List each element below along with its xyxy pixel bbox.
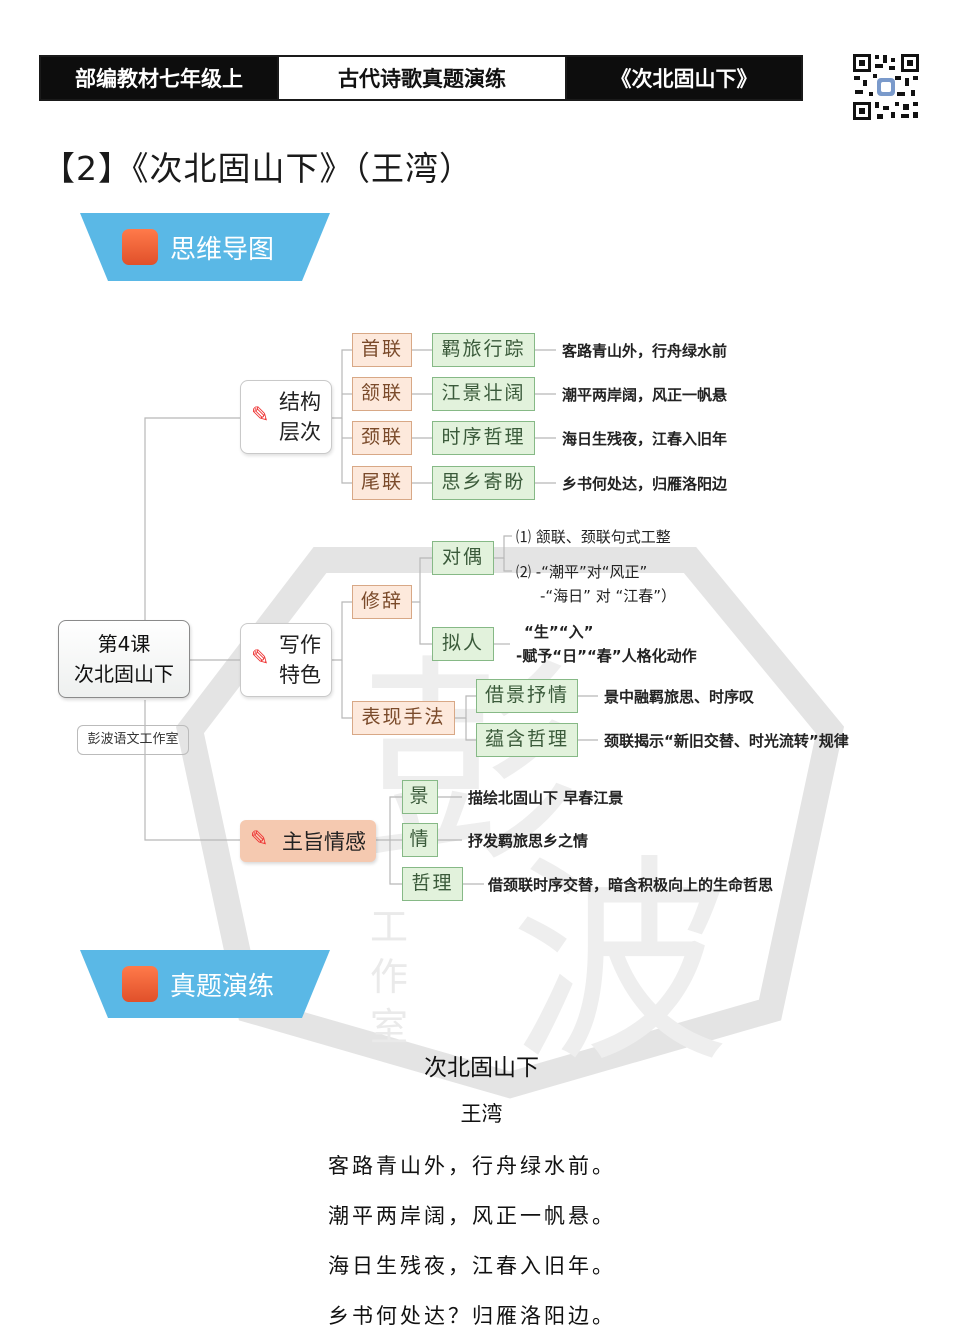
note-pen-icon xyxy=(122,229,158,265)
page-title: 【2】《次北固山下》（王湾） xyxy=(42,149,473,188)
niren-note-1: “生”“入” xyxy=(524,623,594,641)
duiou-note-2b: -“海日” 对 “江春”） xyxy=(540,587,677,605)
studio-label: 彭波语文工作室 xyxy=(77,725,189,755)
header-lesson: 《次北固山下》 xyxy=(565,55,803,101)
poem-title: 次北固山下 xyxy=(424,1055,539,1081)
theme-item-box: 情 xyxy=(402,823,438,857)
technique-item-box: 蕴含哲理 xyxy=(476,723,578,757)
writing-label-2: 特色 xyxy=(279,663,321,687)
rhetoric-box: 修辞 xyxy=(352,585,412,619)
root-lesson-number: 第4课 xyxy=(97,632,151,656)
structure-text: 海日生残夜，江春入旧年 xyxy=(562,430,728,448)
structure-label-2: 层次 xyxy=(279,420,321,444)
part-box: 首联 xyxy=(352,333,412,367)
mindmap-banner-label: 思维导图 xyxy=(170,235,275,265)
theme-item-text: 描绘北固山下 早春江景 xyxy=(468,789,624,807)
mindmap-connectors xyxy=(144,349,598,885)
poem-line: 潮平两岸阔，风正一帆悬。 xyxy=(328,1204,616,1228)
theme-item-text: 抒发羁旅思乡之情 xyxy=(468,832,589,850)
niren-note-2: -赋予“日”“春”人格化动作 xyxy=(516,647,697,665)
note-pen-icon xyxy=(122,966,158,1002)
part-box: 颈联 xyxy=(352,421,412,455)
poem-author: 王湾 xyxy=(460,1102,503,1126)
theme-box: 江景壮阔 xyxy=(432,377,535,411)
structure-text: 潮平两岸阔，风正一帆悬 xyxy=(562,386,728,404)
theme-box: 思乡寄盼 xyxy=(432,466,535,500)
structure-text: 乡书何处达，归雁洛阳边 xyxy=(562,475,728,493)
technique-item-text: 景中融羁旅思、时序叹 xyxy=(604,688,755,706)
pen-icon: ✎ xyxy=(251,646,270,671)
poem-line: 海日生残夜，江春入旧年。 xyxy=(328,1254,616,1278)
category-writing: ✎ 写作 特色 xyxy=(240,623,332,697)
duiou-box: 对偶 xyxy=(432,541,494,575)
root-lesson-title: 次北固山下 xyxy=(74,662,174,686)
header-grade: 部编教材七年级上 xyxy=(39,55,279,101)
theme-item-box: 景 xyxy=(402,780,438,814)
category-theme: ✎ 主旨情感 xyxy=(240,820,376,862)
practice-banner-label: 真题演练 xyxy=(170,972,275,1002)
practice-banner: 真题演练 xyxy=(80,950,330,1018)
writing-label-1: 写作 xyxy=(279,633,321,657)
poem-line: 客路青山外，行舟绿水前。 xyxy=(328,1154,616,1178)
structure-text: 客路青山外，行舟绿水前 xyxy=(562,342,728,360)
duiou-note-1: ⑴ 颔联、颈联句式工整 xyxy=(516,528,671,546)
svg-text:作: 作 xyxy=(370,955,408,999)
svg-text:室: 室 xyxy=(370,1005,408,1049)
part-box: 尾联 xyxy=(352,466,412,500)
pen-icon: ✎ xyxy=(250,827,269,852)
qr-code-icon xyxy=(851,52,921,122)
mindmap-banner: 思维导图 xyxy=(80,213,330,281)
mindmap-root: 第4课 次北固山下 xyxy=(58,620,190,698)
technique-box: 表现手法 xyxy=(352,701,455,735)
structure-label-1: 结构 xyxy=(279,390,321,414)
theme-box: 时序哲理 xyxy=(432,421,535,455)
technique-item-text: 颈联揭示“新旧交替、时光流转”规律 xyxy=(604,732,849,750)
theme-box: 羁旅行踪 xyxy=(432,333,535,367)
part-box: 颔联 xyxy=(352,377,412,411)
niren-box: 拟人 xyxy=(432,627,494,661)
technique-item-box: 借景抒情 xyxy=(476,679,578,713)
theme-item-box: 哲理 xyxy=(402,867,463,901)
theme-label: 主旨情感 xyxy=(282,830,366,854)
poem-line: 乡书何处达？归雁洛阳边。 xyxy=(328,1304,616,1328)
theme-item-text: 借颈联时序交替，暗含积极向上的生命哲思 xyxy=(488,876,774,894)
header-subject: 古代诗歌真题演练 xyxy=(277,55,567,101)
pen-icon: ✎ xyxy=(251,403,270,428)
category-structure: ✎ 结构 层次 xyxy=(240,380,332,454)
duiou-note-2a: ⑵ -“潮平”对“风正” xyxy=(516,563,648,581)
